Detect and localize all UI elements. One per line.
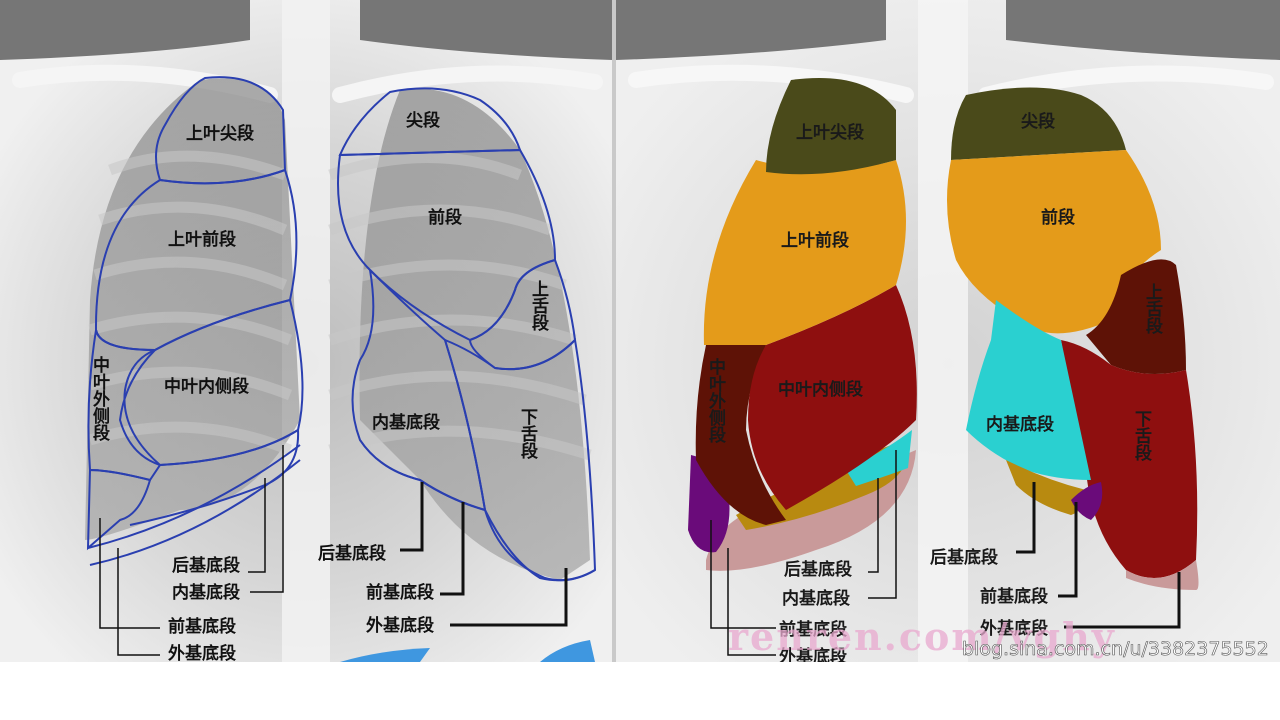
label-left-anterior-basal: 前基底段	[980, 586, 1048, 607]
abdomen-shape	[540, 640, 595, 662]
label-middle-lateral: 中叶外侧段	[705, 358, 725, 443]
label-posterior-basal: 后基底段	[784, 559, 852, 580]
label-lateral-basal: 外基底段	[168, 643, 236, 662]
label-left-lateral-basal: 外基底段	[366, 615, 434, 636]
label-middle-medial: 中叶内侧段	[778, 379, 863, 400]
label-left-anterior: 前段	[428, 207, 462, 228]
label-medial-basal: 内基底段	[782, 588, 850, 609]
label-left-apical: 尖段	[406, 110, 440, 131]
label-inferior-lingular: 下舌段	[1131, 410, 1151, 461]
label-left-anterior: 前段	[1041, 207, 1075, 228]
segment-left-anterior	[947, 150, 1161, 334]
segment-middle-lateral	[695, 337, 786, 525]
abdomen-shape	[340, 648, 430, 662]
label-superior-lingular-box: 上舌段	[1142, 283, 1162, 334]
label-inferior-lingular: 下舌段	[517, 408, 537, 459]
label-middle-lateral-box: 中叶外侧段	[705, 358, 725, 443]
pointer-lines	[710, 450, 1181, 656]
left-clavicle	[332, 65, 603, 103]
label-anterior-basal: 前基底段	[168, 616, 236, 637]
left-clavicle	[978, 65, 1274, 103]
label-medial-basal: 内基底段	[172, 582, 240, 603]
segment-left-anterior-basal	[1071, 482, 1103, 520]
label-posterior-basal: 后基底段	[172, 555, 240, 576]
segment-inferior-lingular	[1061, 340, 1198, 578]
label-left-apical: 尖段	[1021, 111, 1055, 132]
label-upper-apical: 上叶尖段	[186, 123, 254, 144]
label-anterior-basal: 前基底段	[779, 619, 847, 640]
segment-left-posterior-basal	[1006, 460, 1086, 515]
label-left-anterior-basal: 前基底段	[366, 582, 434, 603]
segment-left-apical	[951, 87, 1126, 160]
label-upper-anterior: 上叶前段	[781, 230, 849, 251]
label-middle-lateral: 中叶外侧段	[89, 356, 109, 441]
watermark: renren.com/vghy	[728, 614, 1116, 659]
label-left-posterior-basal: 后基底段	[930, 547, 998, 568]
label-inferior-lingular-box: 下舌段	[517, 408, 537, 459]
label-left-lateral-basal: 外基底段	[980, 618, 1048, 639]
segment-middle-medial	[748, 285, 917, 510]
label-middle-medial: 中叶内侧段	[164, 376, 249, 397]
label-superior-lingular-box: 上舌段	[528, 280, 548, 331]
label-superior-lingular: 上舌段	[528, 280, 548, 331]
colored-diagram: 上叶尖段 上叶前段 中叶内侧段 尖段 前段 内基底段 中叶外侧段 上舌段 下舌段…	[616, 0, 1280, 662]
segment-left-medial-basal	[966, 300, 1091, 480]
right-clavicle	[628, 64, 914, 103]
label-left-posterior-basal: 后基底段	[318, 543, 386, 564]
colored-diagram-panel: 上叶尖段 上叶前段 中叶内侧段 尖段 前段 内基底段 中叶外侧段 上舌段 下舌段…	[616, 0, 1280, 662]
segment-superior-lingular	[1086, 259, 1186, 374]
label-inferior-lingular-box: 下舌段	[1131, 410, 1151, 461]
outline-diagram: 上叶尖段 上叶前段 中叶内侧段 尖段 前段 内基底段 中叶外侧段 上舌段 下舌段…	[0, 0, 612, 662]
segment-outlines	[86, 76, 597, 582]
pointer-lines	[99, 445, 568, 656]
label-upper-anterior: 上叶前段	[168, 229, 236, 250]
label-superior-lingular: 上舌段	[1142, 283, 1162, 334]
ribs	[88, 150, 592, 461]
segment-upper-apical	[766, 78, 896, 175]
label-upper-apical: 上叶尖段	[796, 122, 864, 143]
panel-divider	[612, 0, 616, 662]
outline-diagram-panel: 上叶尖段 上叶前段 中叶内侧段 尖段 前段 内基底段 中叶外侧段 上舌段 下舌段…	[0, 0, 612, 662]
label-lateral-basal: 外基底段	[779, 646, 847, 662]
label-middle-lateral-box: 中叶外侧段	[89, 356, 109, 441]
segment-upper-anterior	[703, 160, 906, 345]
label-left-medial-basal: 内基底段	[372, 412, 440, 433]
label-left-medial-basal: 内基底段	[986, 414, 1054, 435]
blog-credit: blog.sina.com.cn/u/3382375552	[962, 638, 1269, 660]
